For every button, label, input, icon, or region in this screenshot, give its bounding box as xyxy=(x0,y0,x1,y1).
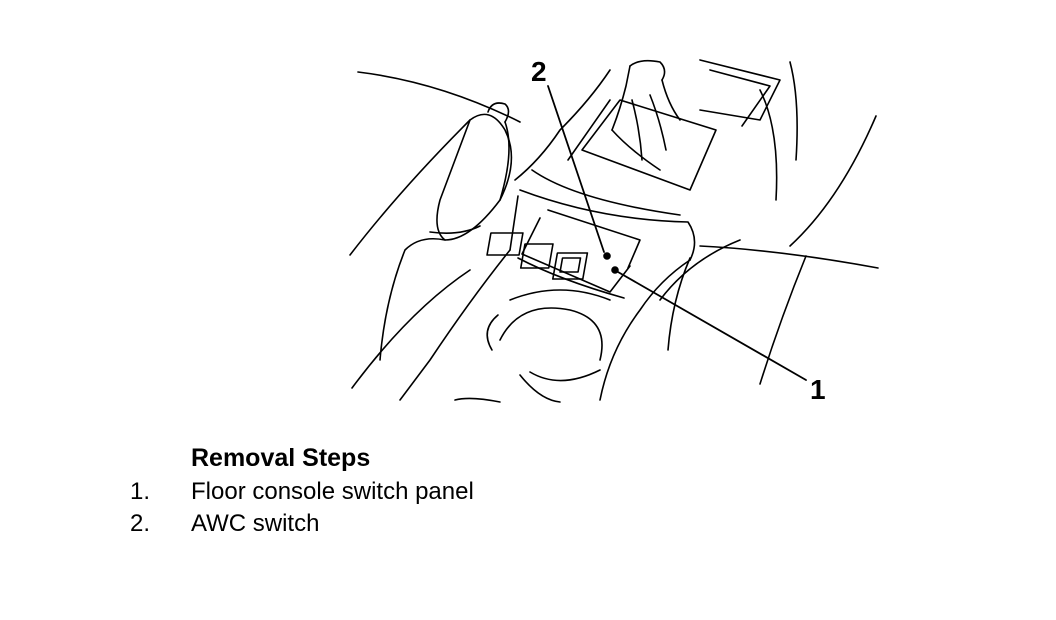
leader-line-1 xyxy=(617,271,807,381)
callout-label-2: 2 xyxy=(531,56,547,87)
step-number: 2. xyxy=(130,510,151,537)
shift-boot xyxy=(611,59,681,171)
step-text: Floor console switch panel xyxy=(191,478,474,505)
step-number: 1. xyxy=(130,478,151,505)
parking-brake-lever xyxy=(429,102,510,241)
shift-tray xyxy=(567,59,781,191)
console-illustration xyxy=(349,59,879,403)
dashboard-outline xyxy=(357,71,521,123)
removal-steps-title: Removal Steps xyxy=(191,444,371,472)
step-text: AWC switch xyxy=(191,510,320,537)
center-console xyxy=(399,61,798,401)
callout-label-1: 1 xyxy=(810,374,826,405)
leader-line-2 xyxy=(547,85,605,253)
awc-switch-outline xyxy=(551,252,589,280)
right-seat-outline xyxy=(667,115,879,385)
left-seat-outline xyxy=(349,113,513,361)
cup-holder xyxy=(454,289,611,403)
switch-panel xyxy=(486,209,641,299)
